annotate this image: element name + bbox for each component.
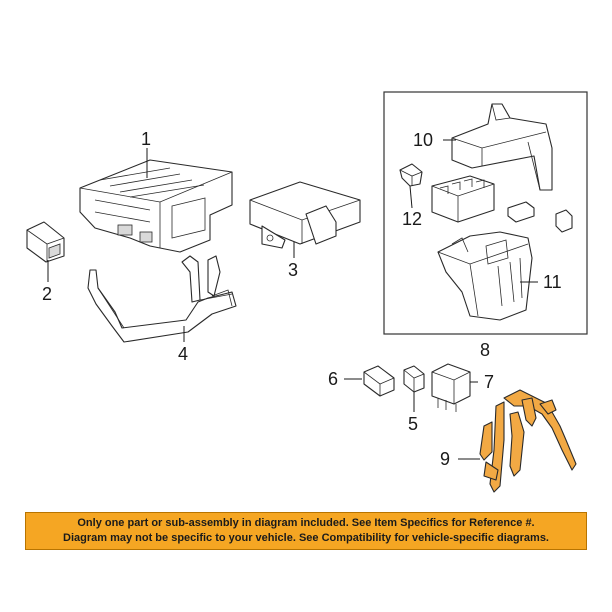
part-12-clip[interactable] [399,163,423,187]
disclaimer-line-2: Diagram may not be specific to your vehi… [63,532,549,544]
callout-12: 12 [402,209,422,229]
callout-11: 11 [543,272,562,292]
leader-lines [47,139,538,460]
callout-7: 7 [484,372,494,392]
part-8-assembly-box [383,91,588,335]
part-4-bracket[interactable] [87,255,237,343]
part-1-junction-block[interactable] [79,159,233,253]
callout-1: 1 [141,129,151,149]
disclaimer-line-1: Only one part or sub-assembly in diagram… [77,517,535,529]
callout-6: 6 [328,369,338,389]
part-5-fuse[interactable] [403,365,425,393]
callout-10: 10 [413,130,433,150]
part-3-control-module[interactable] [249,181,361,249]
part-9-wiring-harness[interactable] [479,389,577,493]
part-6-connector[interactable] [363,365,395,397]
disclaimer-banner: Only one part or sub-assembly in diagram… [25,512,587,550]
callout-5: 5 [408,414,418,434]
callout-8: 8 [480,340,490,360]
callout-4: 4 [178,344,188,364]
part-8-fuse-cluster[interactable] [431,175,573,233]
part-10-cover[interactable] [451,103,553,191]
part-7-relay[interactable] [431,363,471,412]
part-11-housing[interactable] [437,231,533,321]
callout-9: 9 [440,449,450,469]
callout-2: 2 [42,284,52,304]
callout-3: 3 [288,260,298,280]
part-2-sensor[interactable] [26,221,65,263]
callout-labels: 1 2 3 4 5 6 7 8 9 10 11 12 [42,129,562,469]
